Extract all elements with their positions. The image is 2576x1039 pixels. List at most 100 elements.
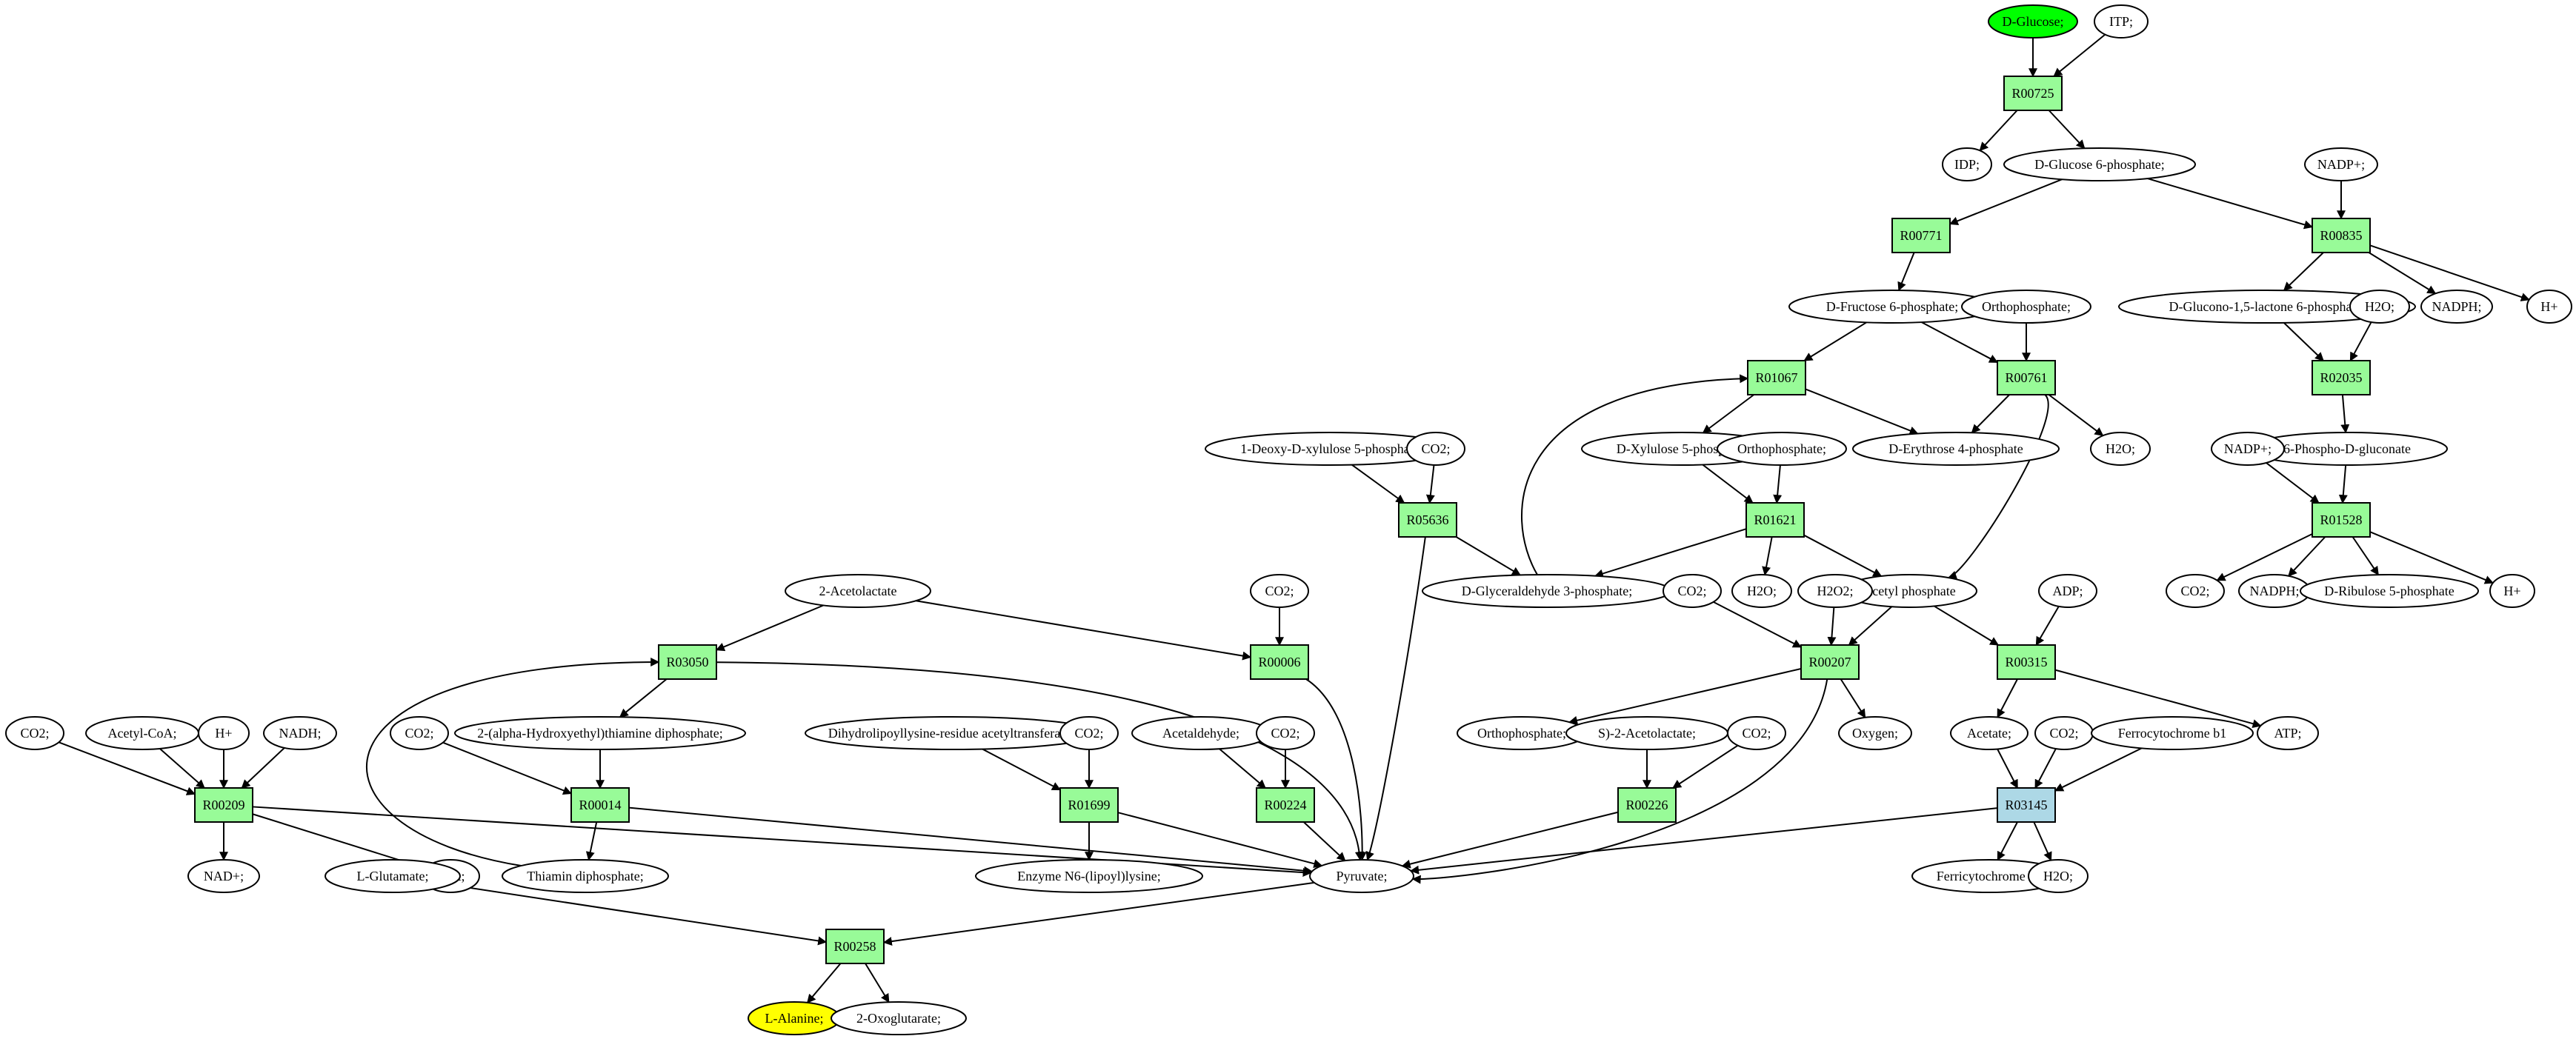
reaction-node-r00209[interactable]: R00209 (194, 787, 253, 823)
reaction-node-r00224[interactable]: R00224 (1256, 787, 1315, 823)
reaction-node-r03050[interactable]: R03050 (658, 644, 717, 680)
reaction-node-r00226[interactable]: R00226 (1617, 787, 1677, 823)
compound-node-co2h[interactable]: CO2; (1059, 716, 1119, 750)
compound-node-orthop3[interactable]: Orthophosphate; (1457, 716, 1587, 750)
compound-node-nadph1[interactable]: NADPH; (2420, 290, 2493, 324)
compound-node-idp[interactable]: IDP; (1942, 147, 1992, 181)
compound-node-enzyme[interactable]: Enzyme N6-(lipoyl)lysine; (975, 859, 1203, 893)
compound-node-hetpp[interactable]: 2-(alpha-Hydroxyethyl)thiamine diphospha… (454, 716, 746, 750)
compound-node-hplus2[interactable]: H+ (2489, 574, 2535, 608)
compound-node-adp[interactable]: ADP; (2038, 574, 2097, 608)
compound-ellipse (1717, 432, 1847, 466)
compound-ellipse (1059, 716, 1119, 750)
reaction-node-r01067[interactable]: R01067 (1747, 360, 1806, 395)
compound-node-hplus3[interactable]: H+ (198, 716, 250, 750)
reaction-node-r03145[interactable]: R03145 (1997, 787, 2056, 823)
compound-node-dglucose[interactable]: D-Glucose; (1988, 4, 2078, 39)
edge-adp-to-R00315 (2035, 606, 2060, 647)
compound-node-lglutamate[interactable]: L-Glutamate; (325, 859, 461, 893)
compound-node-g6p[interactable]: D-Glucose 6-phosphate; (2003, 147, 2196, 181)
compound-node-nadp1[interactable]: NADP+; (2304, 147, 2378, 181)
compound-node-co2d[interactable]: CO2; (1663, 574, 1722, 608)
reaction-node-r01528[interactable]: R01528 (2312, 502, 2371, 538)
compound-ellipse (5, 716, 64, 750)
edge-co2e-to-R03145 (2034, 748, 2057, 789)
reaction-node-r00771[interactable]: R00771 (1891, 218, 1951, 253)
compound-node-co2g[interactable]: CO2; (390, 716, 449, 750)
compound-label: CO2; (1742, 726, 1771, 741)
compound-node-f6p[interactable]: D-Fructose 6-phosphate; (1788, 290, 1996, 324)
compound-node-ferro[interactable]: Ferrocytochrome b1 (2091, 716, 2254, 750)
compound-node-ferri[interactable]: Ferricytochrome b1 (1911, 859, 2067, 893)
edge-nadp2-to-R01528 (2266, 462, 2320, 504)
compound-node-acetylcoa[interactable]: Acetyl-CoA; (85, 716, 199, 750)
compound-node-hplus1[interactable]: H+ (2526, 290, 2572, 324)
compound-node-h2o1[interactable]: H2O; (2349, 290, 2410, 324)
compound-node-co2c[interactable]: CO2; (1250, 574, 1309, 608)
reaction-node-r00725[interactable]: R00725 (2003, 76, 2063, 111)
reaction-node-r00761[interactable]: R00761 (1997, 360, 2056, 395)
compound-node-nad[interactable]: NAD+; (187, 859, 260, 893)
compound-node-atp[interactable]: ATP; (2257, 716, 2319, 750)
compound-node-glucono[interactable]: D-Glucono-1,5-lactone 6-phosphate; (2118, 290, 2416, 324)
reaction-node-r01621[interactable]: R01621 (1745, 502, 1805, 538)
compound-node-acetylp[interactable]: Acetyl phosphate (1841, 574, 1977, 608)
compound-node-h2o2b[interactable]: H2O2; (1797, 574, 1873, 608)
compound-node-orthop1[interactable]: Orthophosphate; (1961, 290, 2091, 324)
reaction-node-r05636[interactable]: R05636 (1398, 502, 1457, 538)
compound-node-nadh[interactable]: NADH; (263, 716, 337, 750)
compound-label: D-Glucose; (2003, 14, 2064, 29)
compound-node-orthop2[interactable]: Orthophosphate; (1717, 432, 1847, 466)
compound-node-acetolactate[interactable]: 2-Acetolactate (785, 574, 931, 608)
compound-node-ribu5p[interactable]: D-Ribulose 5-phosphate (2300, 574, 2479, 608)
compound-node-nadp2[interactable]: NADP+; (2211, 432, 2285, 466)
compound-node-acetate[interactable]: Acetate; (1950, 716, 2028, 750)
compound-ellipse (2003, 147, 2196, 181)
compound-node-co2b[interactable]: CO2; (2166, 574, 2225, 608)
edge-R00207-to-oxygen (1840, 678, 1866, 718)
reaction-label: R02035 (2320, 370, 2362, 385)
reaction-node-r00315[interactable]: R00315 (1997, 644, 2056, 680)
reaction-node-r02035[interactable]: R02035 (2312, 360, 2371, 395)
compound-node-oxygen[interactable]: Oxygen; (1838, 716, 1912, 750)
reaction-node-r00835[interactable]: R00835 (2312, 218, 2371, 253)
compound-node-co2e[interactable]: CO2; (2034, 716, 2094, 750)
reaction-node-r00258[interactable]: R00258 (825, 929, 885, 964)
compound-node-nadph2[interactable]: NADPH; (2238, 574, 2311, 608)
edge-R00761-to-e4p (1971, 394, 2010, 434)
edge-R00315-to-atp (2054, 669, 2262, 729)
edge-g6p-to-R00771 (1948, 178, 2063, 226)
edge-R00014-to-pyruvate (628, 806, 1314, 875)
compound-node-h2o3[interactable]: H2O; (1731, 574, 1792, 608)
compound-node-oxoglutarate[interactable]: 2-Oxoglutarate; (831, 1001, 967, 1035)
compound-ellipse (1309, 859, 1414, 893)
compound-node-pyruvate[interactable]: Pyruvate; (1309, 859, 1414, 893)
compound-node-co2f[interactable]: CO2; (5, 716, 64, 750)
compound-node-g3p[interactable]: D-Glyceraldehyde 3-phosphate; (1422, 574, 1672, 608)
compound-node-co2j[interactable]: CO2; (1727, 716, 1786, 750)
compound-node-acetaldehyde[interactable]: Acetaldehyde; (1131, 716, 1271, 750)
reaction-box (1398, 502, 1457, 538)
compound-node-thiamin[interactable]: Thiamin diphosphate; (502, 859, 669, 893)
reaction-node-r00014[interactable]: R00014 (570, 787, 630, 823)
compound-node-co2a[interactable]: CO2; (1406, 432, 1465, 466)
compound-ellipse (198, 716, 250, 750)
reaction-node-r00006[interactable]: R00006 (1250, 644, 1309, 680)
compound-node-sacetolactate[interactable]: S)-2-Acetolactate; (1565, 716, 1728, 750)
compound-ellipse (2526, 290, 2572, 324)
compound-node-lalanine[interactable]: L-Alanine; (748, 1001, 841, 1035)
compound-label: Orthophosphate; (1982, 299, 2071, 314)
edge-acetylp-to-R00315 (1934, 605, 2000, 646)
compound-node-h2o2[interactable]: H2O; (2090, 432, 2151, 466)
compound-node-e4p[interactable]: D-Erythrose 4-phosphate (1852, 432, 2060, 466)
compound-node-dihydro[interactable]: Dihydrolipoyllysine-residue acetyltransf… (805, 716, 1099, 750)
compound-node-itp[interactable]: ITP; (2094, 4, 2149, 39)
compound-node-deoxyx[interactable]: 1-Deoxy-D-xylulose 5-phosphate (1205, 432, 1455, 466)
reaction-node-r00207[interactable]: R00207 (1800, 644, 1860, 680)
edge-co2d-to-R00207 (1713, 601, 1803, 648)
compound-node-pg6[interactable]: 6-Phospho-D-gluconate (2246, 432, 2448, 466)
compound-node-h2o4[interactable]: H2O; (2028, 859, 2089, 893)
reaction-node-r01699[interactable]: R01699 (1059, 787, 1119, 823)
compound-node-co2i[interactable]: CO2; (1256, 716, 1315, 750)
compound-label: ADP; (2052, 584, 2083, 598)
